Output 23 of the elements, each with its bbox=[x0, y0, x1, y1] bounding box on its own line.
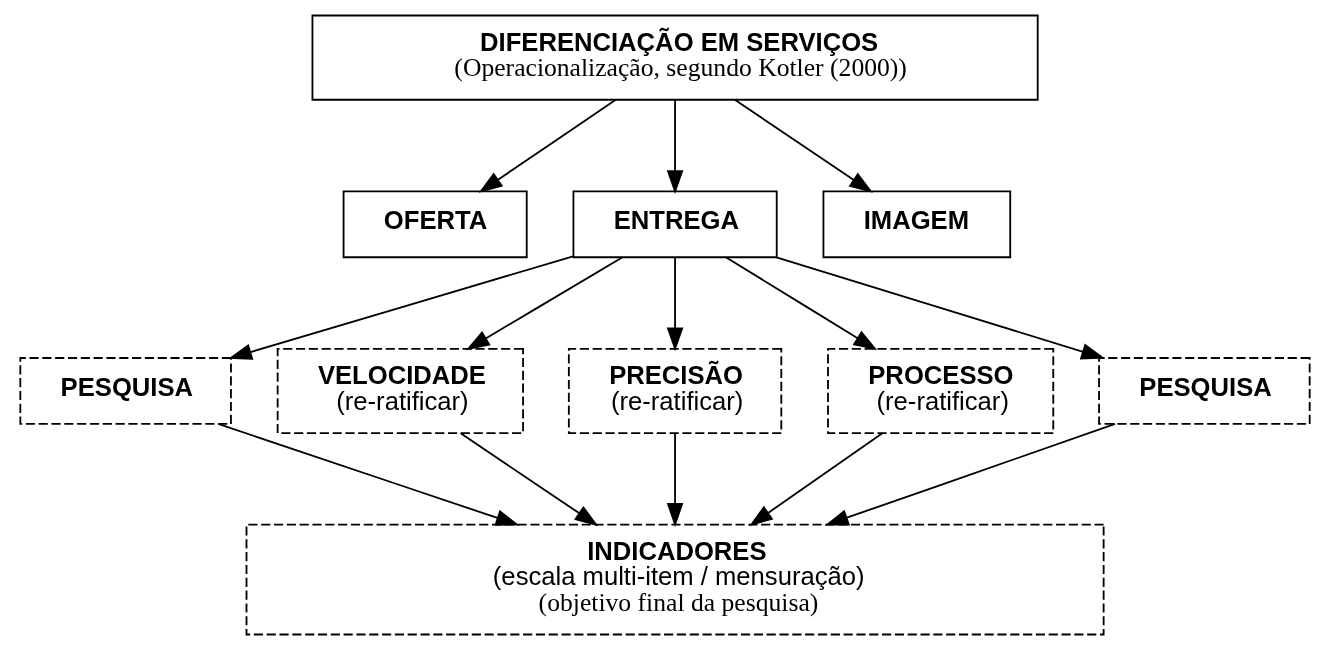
node-box: PROCESSO (re-ratificar) bbox=[826, 347, 1054, 434]
node-box: VELOCIDADE (re-ratificar) bbox=[276, 347, 524, 434]
arrow bbox=[666, 432, 683, 527]
node-box: ENTREGA bbox=[572, 190, 778, 259]
arrow bbox=[666, 256, 683, 352]
arrow bbox=[733, 98, 873, 193]
node-box: INDICADORES (escala multi-item / mensuração) (objetivo final da pesquisa) bbox=[245, 523, 1105, 636]
arrow bbox=[666, 98, 683, 195]
node-box: DIFERENCIAÇÃO EM SERVIÇOS (Operacionalização, segundo Kotler (2000)) bbox=[311, 14, 1039, 101]
arrow bbox=[227, 255, 574, 360]
node-box: OFERTA bbox=[342, 190, 528, 259]
arrow bbox=[775, 256, 1105, 360]
arrow bbox=[216, 423, 520, 526]
node-box: PESQUISA bbox=[18, 357, 232, 425]
arrow bbox=[478, 98, 617, 193]
node-box: PRECISÃO (re-ratificar) bbox=[567, 347, 782, 434]
arrow bbox=[459, 432, 598, 527]
arrow bbox=[748, 432, 883, 527]
node-box: PESQUISA bbox=[1097, 357, 1311, 425]
arrow bbox=[824, 423, 1116, 526]
arrow bbox=[465, 256, 623, 351]
node-box: IMAGEM bbox=[822, 190, 1011, 259]
arrow bbox=[724, 256, 877, 351]
